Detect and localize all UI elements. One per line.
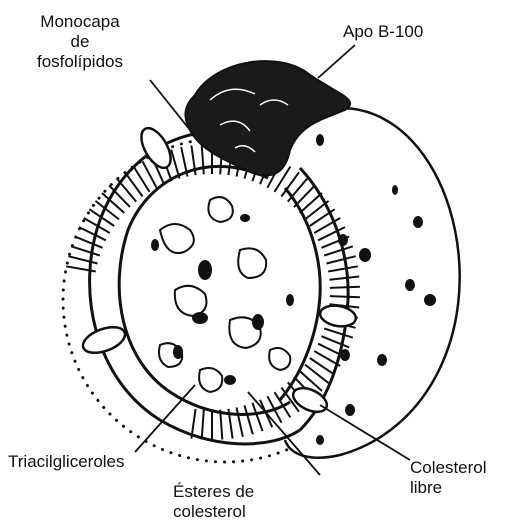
phospholipid-head: [171, 150, 179, 179]
label-monolayer-line-1: Monocapa: [10, 12, 150, 32]
label-monolayer-line-3: fosfolípidos: [10, 52, 150, 72]
leader-apo: [318, 45, 355, 78]
phospholipid-head: [71, 246, 100, 255]
label-free-chol-line-2: libre: [410, 478, 487, 498]
label-apo-b100: Apo B-100: [343, 22, 423, 42]
phospholipid-head: [202, 144, 204, 174]
phospholipid-head: [330, 287, 360, 288]
label-triacylglycerols: Triacilgliceroles: [8, 452, 125, 472]
lipid-core: [159, 197, 290, 392]
phospholipid-head: [68, 256, 97, 263]
leader-monolayer: [150, 80, 190, 130]
phospholipid-head: [75, 237, 103, 248]
core-dark-spots: [151, 214, 294, 385]
label-esters-line-2: colesterol: [173, 502, 254, 522]
phospholipid-head: [237, 407, 243, 436]
label-phospholipid-monolayer: Monocapa de fosfolípidos: [10, 12, 150, 72]
phospholipid-head: [245, 405, 253, 434]
label-monolayer-line-2: de: [10, 32, 150, 52]
leader-triacyl: [135, 385, 195, 452]
phospholipid-head: [202, 410, 204, 440]
label-free-chol-line-1: Colesterol: [410, 458, 487, 478]
label-esters-line-1: Ésteres de: [173, 482, 254, 502]
phospholipid-head: [330, 296, 360, 297]
label-cholesterol-esters: Ésteres de colesterol: [173, 482, 254, 522]
label-free-cholesterol: Colesterol libre: [410, 458, 487, 498]
